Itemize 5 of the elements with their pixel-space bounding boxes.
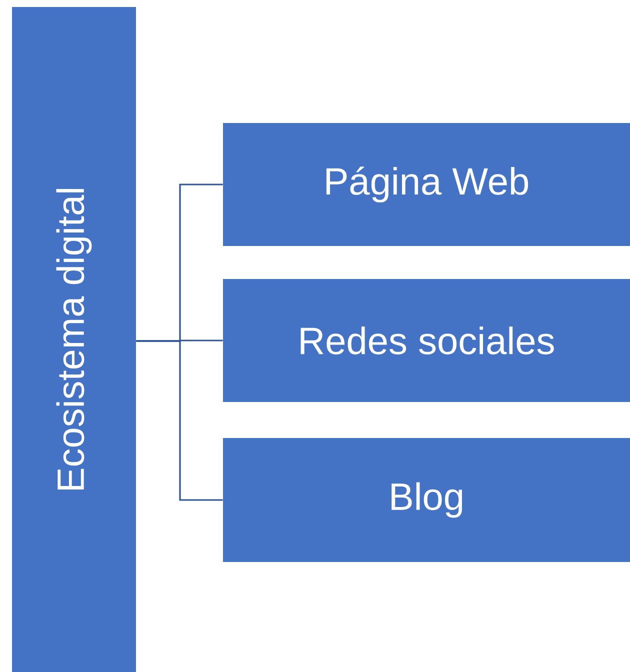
- process-box: Página Web: [223, 123, 630, 246]
- connector-line: [136, 340, 223, 501]
- vertical-bar: Ecosistema digital: [12, 7, 136, 672]
- process-box: Redes sociales: [223, 279, 630, 402]
- process-box: Blog: [223, 438, 630, 562]
